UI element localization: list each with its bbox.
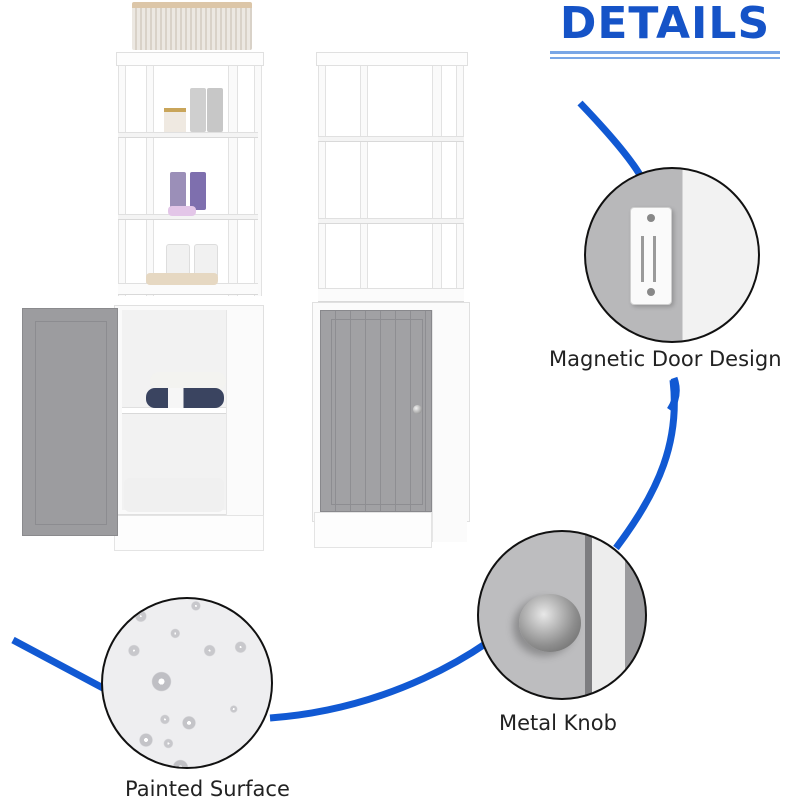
lavender-bottle [170, 172, 186, 208]
navy-towels [146, 388, 224, 408]
wicker-basket [132, 2, 252, 50]
lavender-bottle [190, 172, 206, 210]
knob-detail-circle [477, 530, 647, 700]
pump-bottle [190, 88, 206, 132]
caption-magnetic: Magnetic Door Design [549, 347, 782, 371]
caption-surface: Painted Surface [125, 777, 290, 801]
open-door [22, 308, 118, 536]
title-underline [550, 51, 780, 54]
closed-door [320, 310, 432, 512]
pump-bottle [207, 88, 223, 132]
surface-detail-circle [101, 597, 273, 769]
stacked-towels [124, 478, 224, 512]
cabinet-open-view [0, 0, 270, 560]
title-underline-secondary [550, 57, 780, 59]
magnet-catch-icon [630, 207, 672, 305]
water-droplets-icon [103, 599, 271, 767]
white-bottle [194, 244, 218, 278]
door-knob[interactable] [413, 405, 422, 414]
folded-towel [146, 273, 218, 285]
caption-knob: Metal Knob [499, 711, 617, 735]
metal-knob-icon [519, 594, 581, 652]
bath-bombs [168, 206, 196, 216]
magnetic-detail-circle [584, 167, 760, 343]
page-title: DETAILS [559, 0, 771, 49]
cabinet-closed-view [300, 40, 480, 560]
rolled-towels [150, 372, 226, 390]
jar [164, 108, 186, 132]
